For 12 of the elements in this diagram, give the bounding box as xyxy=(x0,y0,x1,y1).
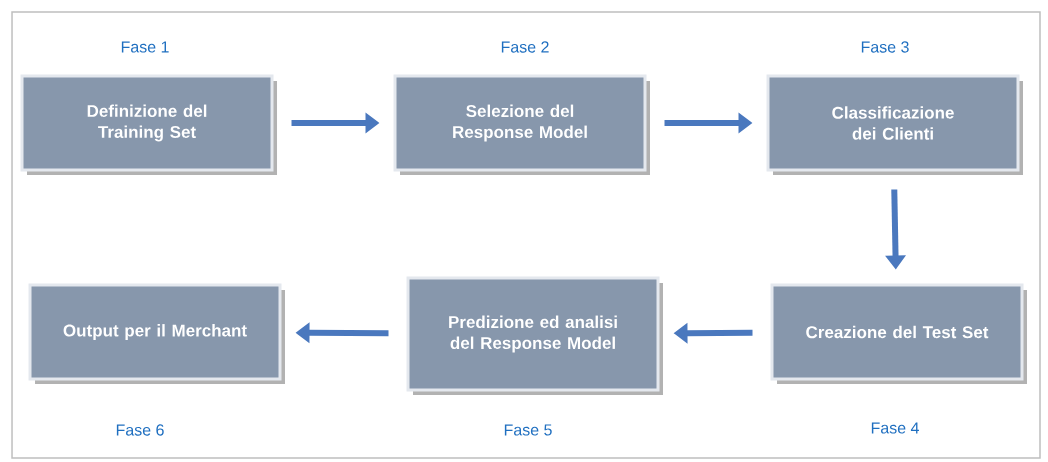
process-box: Selezione del Response Model xyxy=(393,74,650,175)
phase-label: Fase 3 xyxy=(861,41,909,53)
process-box: Predizione ed analisi del Response Model xyxy=(406,276,663,395)
phase-label: Fase 5 xyxy=(504,424,552,436)
phase-label: Fase 6 xyxy=(116,424,164,436)
phase-label: Fase 1 xyxy=(121,41,169,53)
process-box: Classificazione dei Clienti xyxy=(766,74,1023,175)
process-box: Definizione del Training Set xyxy=(20,74,277,175)
phase-label: Fase 2 xyxy=(501,41,549,53)
process-box: Output per il Merchant xyxy=(28,283,285,384)
process-box: Creazione del Test Set xyxy=(770,283,1027,384)
phase-label: Fase 4 xyxy=(871,422,919,434)
